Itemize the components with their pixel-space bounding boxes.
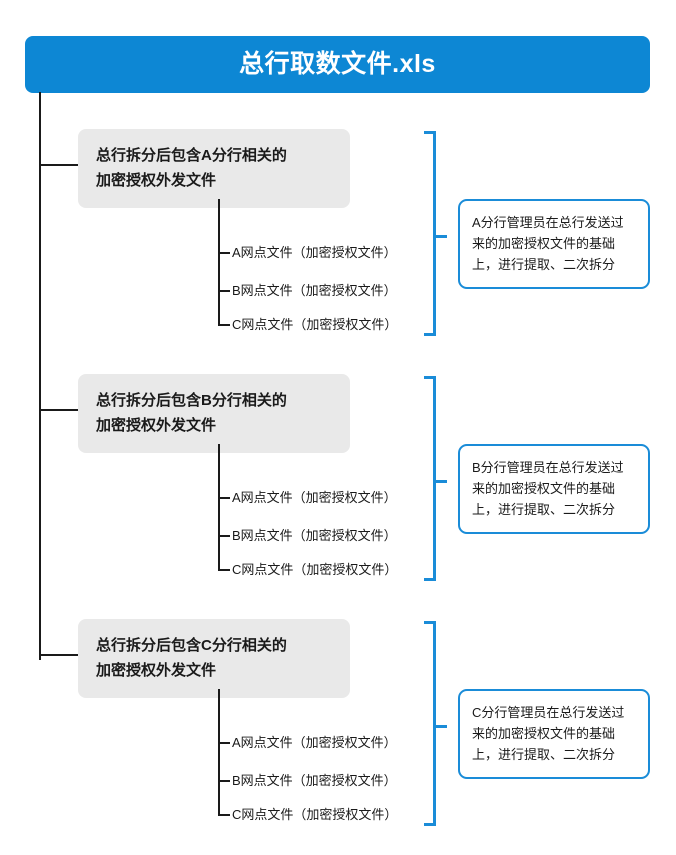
leaf-stub-a-1 bbox=[218, 252, 230, 254]
group-node-c[interactable]: 总行拆分后包含C分行相关的 加密授权外发文件 bbox=[78, 619, 350, 698]
bracket-arm-b-bottom bbox=[424, 578, 436, 581]
leaf-stub-c-3 bbox=[218, 814, 230, 816]
callout-a-line3: 上，进行提取、二次拆分 bbox=[472, 257, 616, 272]
leaf-label-b-1[interactable]: A网点文件（加密授权文件） bbox=[232, 490, 397, 505]
callout-c-line3: 上，进行提取、二次拆分 bbox=[472, 747, 616, 762]
callout-b[interactable]: B分行管理员在总行发送过 来的加密授权文件的基础 上，进行提取、二次拆分 bbox=[458, 444, 650, 534]
trunk-branch-3 bbox=[39, 654, 78, 656]
bracket-arm-c-bottom bbox=[424, 823, 436, 826]
leaf-stub-b-2 bbox=[218, 535, 230, 537]
leaf-stub-a-3 bbox=[218, 324, 230, 326]
callout-c-line2: 来的加密授权文件的基础 bbox=[472, 726, 616, 741]
leaf-label-a-1[interactable]: A网点文件（加密授权文件） bbox=[232, 245, 397, 260]
leaf-label-c-2[interactable]: B网点文件（加密授权文件） bbox=[232, 773, 397, 788]
page-title: 总行取数文件.xls bbox=[239, 50, 436, 78]
bracket-stub-a bbox=[433, 235, 447, 238]
leaf-spine-b bbox=[218, 444, 220, 570]
callout-a[interactable]: A分行管理员在总行发送过 来的加密授权文件的基础 上，进行提取、二次拆分 bbox=[458, 199, 650, 289]
leaf-stub-c-2 bbox=[218, 780, 230, 782]
leaf-label-b-3[interactable]: C网点文件（加密授权文件） bbox=[232, 562, 398, 577]
leaf-stub-c-1 bbox=[218, 742, 230, 744]
leaf-spine-c bbox=[218, 689, 220, 815]
leaf-spine-a bbox=[218, 199, 220, 325]
root-node-header[interactable]: 总行取数文件.xls bbox=[25, 36, 650, 93]
bracket-spine-c bbox=[433, 621, 436, 826]
group-node-b-line2: 加密授权外发文件 bbox=[96, 417, 217, 434]
bracket-stub-c bbox=[433, 725, 447, 728]
leaf-label-a-2[interactable]: B网点文件（加密授权文件） bbox=[232, 283, 397, 298]
group-node-b[interactable]: 总行拆分后包含B分行相关的 加密授权外发文件 bbox=[78, 374, 350, 453]
group-node-c-line2: 加密授权外发文件 bbox=[96, 662, 217, 679]
callout-c-line1: C分行管理员在总行发送过 bbox=[472, 705, 625, 720]
bracket-stub-b bbox=[433, 480, 447, 483]
callout-c[interactable]: C分行管理员在总行发送过 来的加密授权文件的基础 上，进行提取、二次拆分 bbox=[458, 689, 650, 779]
leaf-label-a-3[interactable]: C网点文件（加密授权文件） bbox=[232, 317, 398, 332]
group-node-a[interactable]: 总行拆分后包含A分行相关的 加密授权外发文件 bbox=[78, 129, 350, 208]
leaf-stub-b-1 bbox=[218, 497, 230, 499]
group-node-b-line1: 总行拆分后包含B分行相关的 bbox=[96, 392, 287, 409]
bracket-arm-c-top bbox=[424, 621, 436, 624]
group-node-a-line2: 加密授权外发文件 bbox=[96, 172, 217, 189]
trunk-vertical-line bbox=[39, 92, 41, 660]
bracket-arm-b-top bbox=[424, 376, 436, 379]
leaf-stub-a-2 bbox=[218, 290, 230, 292]
leaf-label-c-1[interactable]: A网点文件（加密授权文件） bbox=[232, 735, 397, 750]
group-node-c-line1: 总行拆分后包含C分行相关的 bbox=[96, 637, 287, 654]
bracket-arm-a-bottom bbox=[424, 333, 436, 336]
callout-b-line2: 来的加密授权文件的基础 bbox=[472, 481, 616, 496]
callout-b-line1: B分行管理员在总行发送过 bbox=[472, 460, 624, 475]
trunk-branch-1 bbox=[39, 164, 78, 166]
callout-a-line2: 来的加密授权文件的基础 bbox=[472, 236, 616, 251]
callout-a-line1: A分行管理员在总行发送过 bbox=[472, 215, 624, 230]
bracket-arm-a-top bbox=[424, 131, 436, 134]
leaf-stub-b-3 bbox=[218, 569, 230, 571]
callout-b-line3: 上，进行提取、二次拆分 bbox=[472, 502, 616, 517]
group-node-a-line1: 总行拆分后包含A分行相关的 bbox=[96, 147, 287, 164]
leaf-label-b-2[interactable]: B网点文件（加密授权文件） bbox=[232, 528, 397, 543]
bracket-spine-a bbox=[433, 131, 436, 336]
trunk-branch-2 bbox=[39, 409, 78, 411]
bracket-spine-b bbox=[433, 376, 436, 581]
leaf-label-c-3[interactable]: C网点文件（加密授权文件） bbox=[232, 807, 398, 822]
